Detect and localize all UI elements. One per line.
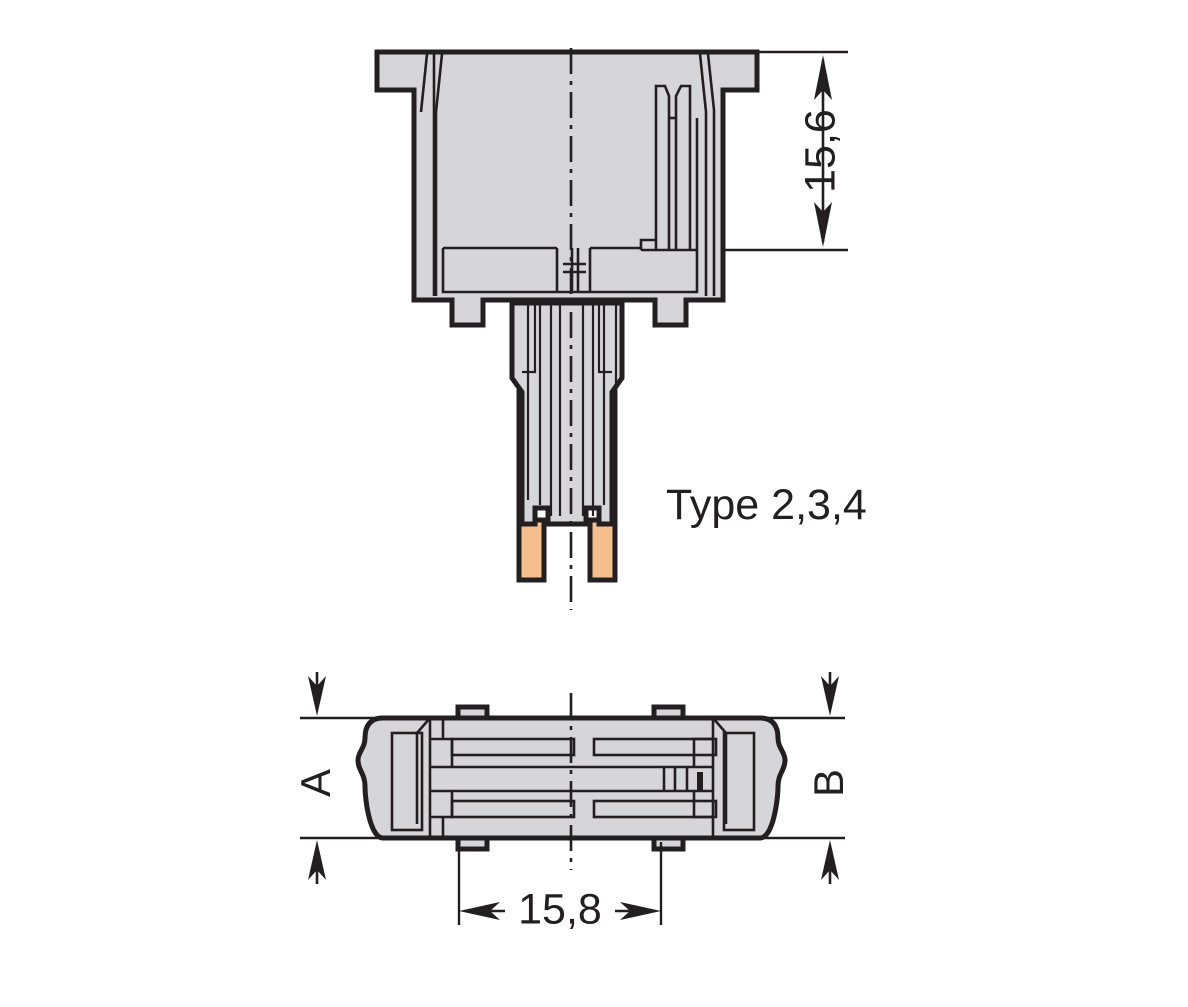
dim-158-arrowhead-right <box>620 902 661 920</box>
plan-keyslot <box>697 772 703 790</box>
housing-latch-rib-inner <box>674 84 692 250</box>
plan-step-right-bottom <box>692 791 713 819</box>
plan-tab-bottom-left <box>455 835 490 852</box>
housing-inner-chamfer-left <box>419 53 429 113</box>
plan-tab-top-left <box>455 704 490 721</box>
bottom-plan-view <box>355 693 788 870</box>
plan-window-left <box>390 731 424 832</box>
height-dimension-group: 15,6 <box>720 50 848 252</box>
dim-b-arrowhead-bottom <box>821 840 839 880</box>
plan-outer-body <box>355 715 788 841</box>
housing-outer-body <box>374 49 760 328</box>
dimension-b-group: B <box>762 672 852 884</box>
housing-inner-wall-right <box>698 53 708 296</box>
stem-shoulder-right <box>597 303 612 374</box>
plan-slot-upper-right <box>592 737 718 757</box>
dim-a-arrowhead-top <box>308 676 326 716</box>
plan-step-right-top <box>692 737 713 767</box>
plan-tab-bottom-right <box>651 835 686 852</box>
housing-inner-wall-left-2 <box>434 53 444 296</box>
housing-inner-wall-right-2 <box>706 53 716 296</box>
housing-latch-step <box>639 238 656 250</box>
plan-step-left-bottom <box>430 791 454 819</box>
plan-window-right <box>722 731 756 832</box>
height-dimension-label: 15,6 <box>796 109 844 193</box>
dim-arrowhead-up <box>814 55 832 100</box>
dim-a-arrowhead-bottom <box>308 840 326 880</box>
dim-158-arrowhead-left <box>459 902 500 920</box>
plan-step-left-top <box>430 737 454 767</box>
dimension-a-label: A <box>292 769 339 797</box>
dim-b-arrowhead-top <box>821 676 839 716</box>
stem-shoulder-left <box>522 303 537 374</box>
housing-latch-rib-outer <box>654 84 671 250</box>
dimension-a-group: A <box>292 672 382 884</box>
dimension-b-label: B <box>805 769 852 797</box>
width-dimension-group: 15,8 <box>457 842 663 933</box>
dim-arrowhead-down <box>814 202 832 247</box>
plan-tab-top-right <box>651 704 686 721</box>
side-section-view <box>374 48 760 610</box>
width-dimension-label: 15,8 <box>518 885 602 933</box>
type-label: Type 2,3,4 <box>666 481 867 529</box>
plan-slot-lower-right <box>592 799 718 819</box>
